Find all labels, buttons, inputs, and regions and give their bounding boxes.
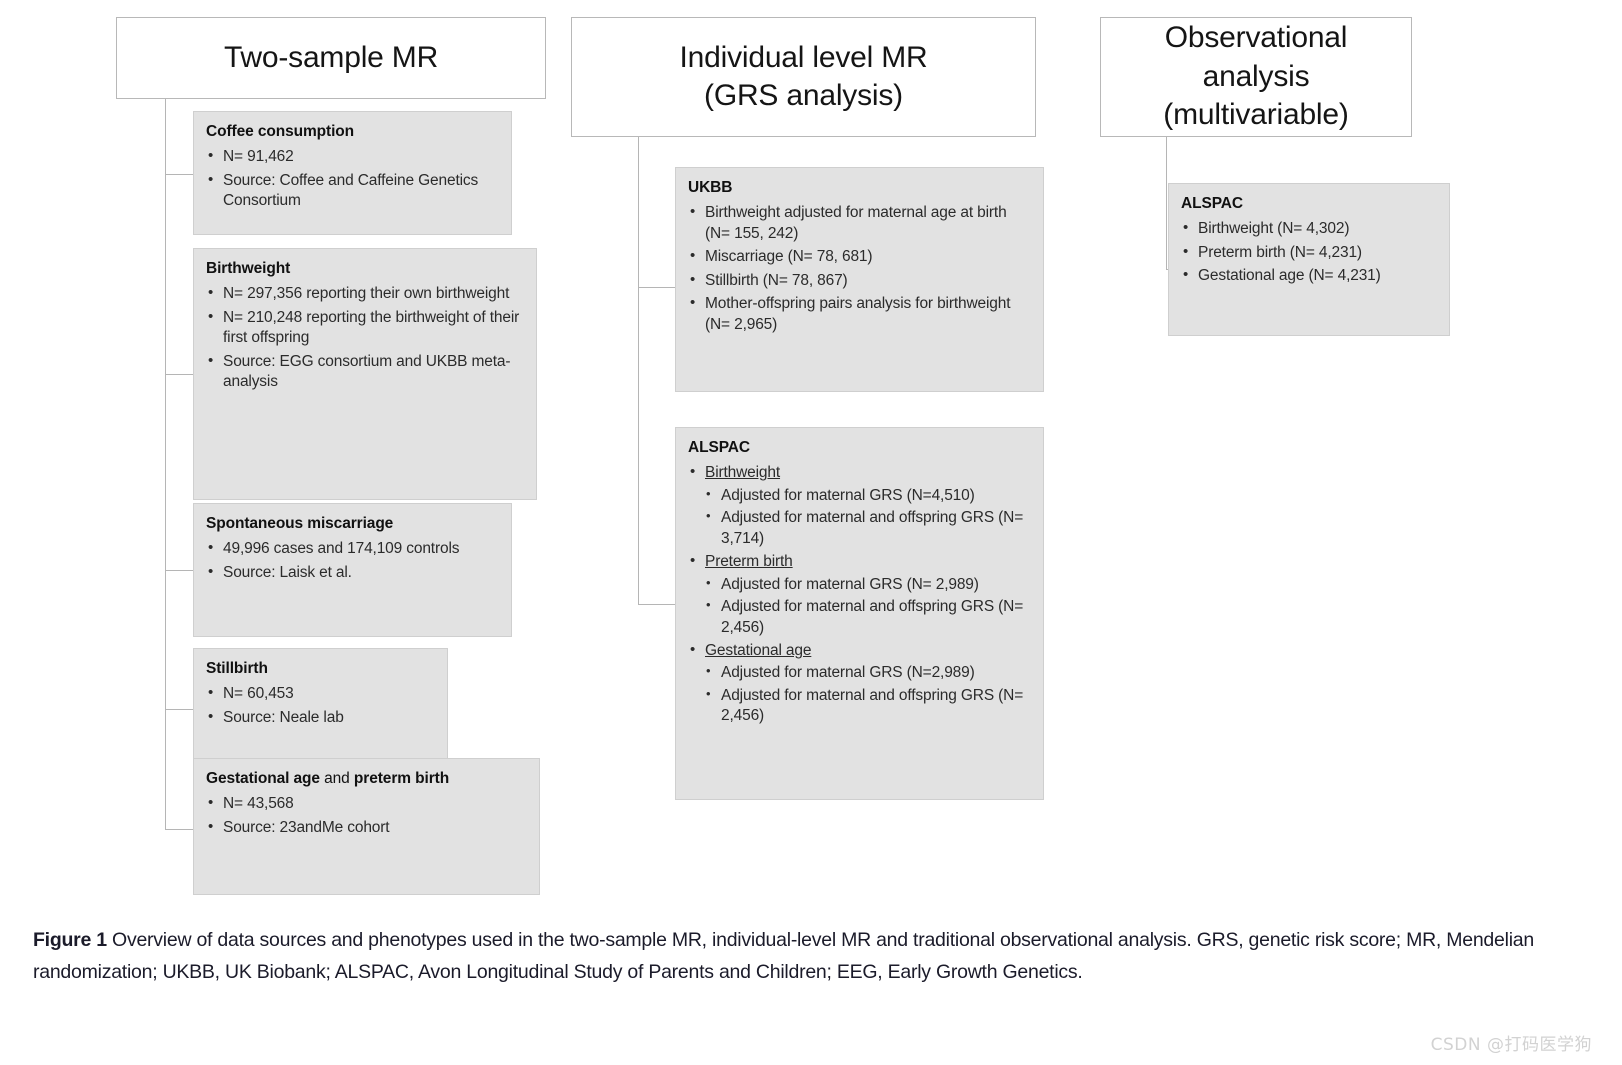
box-ukbb: UKBB Birthweight adjusted for maternal a… [675, 167, 1044, 392]
box-birthweight: Birthweight N= 297,356 reporting their o… [193, 248, 537, 500]
list-item: N= 60,453 [206, 683, 435, 704]
sub-list: Adjusted for maternal GRS (N=4,510) Adju… [705, 485, 1031, 549]
sub-list-item: Adjusted for maternal and offspring GRS … [705, 596, 1031, 638]
connector-trunk-col2 [638, 137, 639, 605]
box-title: Spontaneous miscarriage [206, 515, 394, 532]
list-item: Source: Neale lab [206, 707, 435, 728]
sub-list-item: Adjusted for maternal GRS (N=2,989) [705, 662, 1031, 683]
box-title: ALSPAC [688, 439, 750, 456]
list-item: N= 210,248 reporting the birthweight of … [206, 307, 524, 349]
sub-list-item: Adjusted for maternal GRS (N=4,510) [705, 485, 1031, 506]
list-item: N= 91,462 [206, 146, 499, 167]
list-item: N= 43,568 [206, 793, 527, 814]
group-label: Gestational age [705, 642, 812, 659]
connector-stub-alspac-grs [638, 604, 676, 605]
sub-list: Adjusted for maternal GRS (N= 2,989) Adj… [705, 574, 1031, 638]
box-title-part-2: and [319, 770, 354, 787]
figure-caption: Figure 1 Overview of data sources and ph… [33, 925, 1583, 988]
box-title: Gestational age and preterm birth [206, 769, 527, 788]
bullet-list: 49,996 cases and 174,109 controls Source… [206, 538, 499, 583]
connector-stub-miscarriage [165, 570, 195, 571]
sub-list-item: Adjusted for maternal and offspring GRS … [705, 685, 1031, 727]
list-item: Source: Coffee and Caffeine Genetics Con… [206, 170, 499, 212]
bullet-list: N= 60,453 Source: Neale lab [206, 683, 435, 728]
group-label: Preterm birth [705, 553, 793, 571]
header-title-line-2: analysis [1202, 59, 1310, 93]
box-coffee-consumption: Coffee consumption N= 91,462 Source: Cof… [193, 111, 512, 235]
connector-stub-coffee [165, 174, 195, 175]
bullet-list: Birthweight Adjusted for maternal GRS (N… [688, 462, 1031, 727]
caption-text: Overview of data sources and phenotypes … [33, 929, 1534, 983]
box-title-part-1: Gestational age [206, 770, 320, 787]
list-item-group: Birthweight Adjusted for maternal GRS (N… [688, 462, 1031, 549]
box-title: Coffee consumption [206, 123, 355, 140]
box-title: ALSPAC [1181, 195, 1243, 212]
list-item-group: Gestational age Adjusted for maternal GR… [688, 640, 1031, 727]
list-item-group: Preterm birth Adjusted for maternal GRS … [688, 551, 1031, 638]
list-item: Gestational age (N= 4,231) [1181, 265, 1437, 286]
sub-list-item: Adjusted for maternal and offspring GRS … [705, 507, 1031, 549]
box-alspac-observational: ALSPAC Birthweight (N= 4,302) Preterm bi… [1168, 183, 1450, 336]
header-two-sample-mr: Two-sample MR [116, 17, 546, 99]
header-title-line-2: (GRS analysis) [704, 79, 903, 112]
list-item: Source: Laisk et al. [206, 562, 499, 583]
group-label: Birthweight [705, 464, 781, 482]
header-observational-analysis: Observational analysis (multivariable) [1100, 17, 1412, 137]
bullet-list: N= 297,356 reporting their own birthweig… [206, 283, 524, 393]
bullet-list: N= 91,462 Source: Coffee and Caffeine Ge… [206, 146, 499, 212]
box-spontaneous-miscarriage: Spontaneous miscarriage 49,996 cases and… [193, 503, 512, 637]
box-alspac-grs: ALSPAC Birthweight Adjusted for maternal… [675, 427, 1044, 800]
list-item: 49,996 cases and 174,109 controls [206, 538, 499, 559]
list-item: Stillbirth (N= 78, 867) [688, 270, 1031, 291]
connector-trunk-col1 [165, 99, 166, 830]
list-item: Source: EGG consortium and UKBB meta-ana… [206, 351, 524, 393]
header-title-line-1: Individual level MR [679, 40, 928, 74]
header-title-line-3: (multivariable) [1163, 98, 1349, 132]
list-item: Source: 23andMe cohort [206, 817, 527, 838]
bullet-list: Birthweight (N= 4,302) Preterm birth (N=… [1181, 218, 1437, 286]
caption-label: Figure 1 [33, 929, 107, 951]
connector-stub-birthweight [165, 374, 195, 375]
list-item: Miscarriage (N= 78, 681) [688, 246, 1031, 267]
box-title: UKBB [688, 179, 733, 196]
bullet-list: N= 43,568 Source: 23andMe cohort [206, 793, 527, 838]
connector-stub-gestational [165, 829, 195, 830]
header-individual-level-mr: Individual level MR (GRS analysis) [571, 17, 1036, 137]
csdn-watermark: CSDN @打码医学狗 [1430, 1035, 1592, 1055]
list-item: Mother-offspring pairs analysis for birt… [688, 293, 1031, 335]
sub-list: Adjusted for maternal GRS (N=2,989) Adju… [705, 662, 1031, 727]
connector-stub-ukbb [638, 287, 676, 288]
box-title-part-3: preterm birth [353, 770, 450, 787]
sub-list-item: Adjusted for maternal GRS (N= 2,989) [705, 574, 1031, 595]
list-item: Preterm birth (N= 4,231) [1181, 242, 1437, 263]
box-gestational-age-preterm-birth: Gestational age and preterm birth N= 43,… [193, 758, 540, 895]
connector-stub-stillbirth [165, 709, 195, 710]
box-title: Birthweight [206, 260, 291, 277]
header-title-line-1: Observational [1164, 21, 1348, 55]
connector-trunk-col3 [1166, 137, 1167, 270]
list-item: Birthweight (N= 4,302) [1181, 218, 1437, 239]
box-stillbirth: Stillbirth N= 60,453 Source: Neale lab [193, 648, 448, 770]
list-item: N= 297,356 reporting their own birthweig… [206, 283, 524, 304]
list-item: Birthweight adjusted for maternal age at… [688, 202, 1031, 244]
bullet-list: Birthweight adjusted for maternal age at… [688, 202, 1031, 335]
header-title-text: Two-sample MR [223, 40, 439, 74]
box-title: Stillbirth [206, 660, 268, 677]
